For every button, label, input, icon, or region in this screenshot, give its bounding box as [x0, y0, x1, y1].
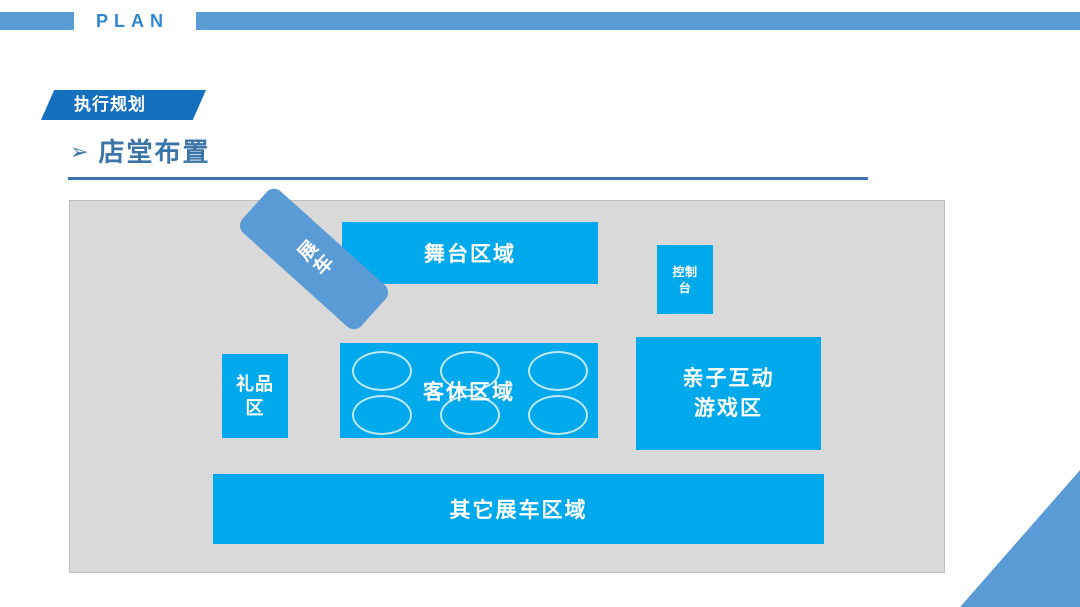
lounge-table — [528, 395, 588, 435]
zone-parent-child-game-area[interactable]: 亲子互动 游戏区 — [636, 337, 821, 450]
bullet-arrow-icon: ➢ — [70, 139, 89, 164]
subheading-divider — [68, 177, 868, 180]
section-tag-label: 执行规划 — [74, 95, 146, 114]
section-tag-banner — [41, 90, 206, 120]
floorplan-panel: 舞台区域 控制 台 展车 礼品 区 客休区域 亲子互动 游戏区 其它展车区域 — [69, 184, 945, 573]
zone-other-vehicles-area[interactable]: 其它展车区域 — [213, 474, 824, 544]
subheading: ➢ 店堂布置 — [70, 136, 210, 168]
zone-lounge-label: 客休区域 — [423, 380, 515, 404]
lounge-table — [440, 395, 500, 435]
header-accent-bar-right — [196, 12, 1080, 30]
lounge-table — [352, 395, 412, 435]
zone-lounge-area[interactable]: 客休区域 — [340, 343, 598, 438]
zone-stage[interactable]: 舞台区域 — [342, 222, 598, 284]
lounge-table — [528, 351, 588, 391]
lounge-table — [440, 351, 500, 391]
zone-display-vehicle-label: 展车 — [291, 237, 337, 281]
lounge-table — [352, 351, 412, 391]
zone-control-desk[interactable]: 控制 台 — [657, 245, 713, 314]
subheading-label: 店堂布置 — [98, 137, 211, 167]
header-plan-label: PLAN — [96, 11, 169, 31]
zone-gift-area[interactable]: 礼品 区 — [222, 354, 288, 438]
header-strip: PLAN — [0, 0, 1080, 40]
header-accent-bar-left — [0, 12, 74, 30]
